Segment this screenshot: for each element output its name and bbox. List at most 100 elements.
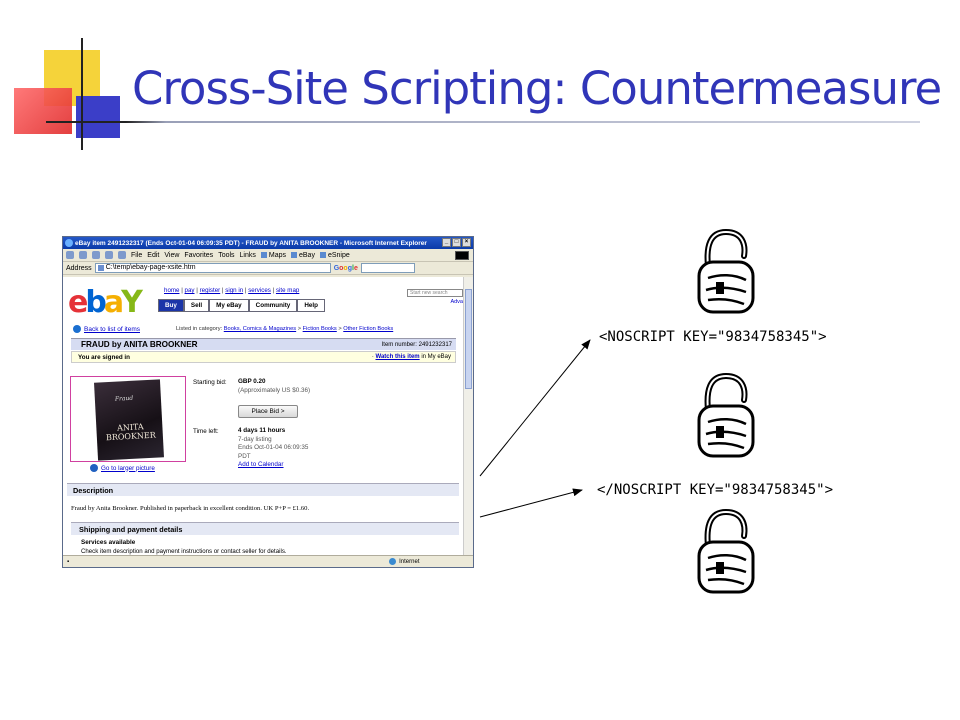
arrow-to-open-tag [479,339,591,477]
menu-edit[interactable]: Edit [147,251,160,259]
decor-red-square [14,88,72,134]
padlock-icon [697,508,755,594]
google-toolbar-logo[interactable]: Google [333,264,358,272]
item-number: Item number: 2491232317 [381,341,452,348]
browser-window: eBay item 2491232317 (Ends Oct-01-04 06:… [62,236,474,568]
window-title: eBay item 2491232317 (Ends Oct-01-04 06:… [75,239,427,247]
time-left-value: 4 days 11 hours [238,427,286,434]
ie-icon [65,239,73,247]
signed-in-text: You are signed in [78,353,131,361]
address-row: Address C:\temp\ebay-page-xsite.htm Goog… [63,262,473,275]
tab-buy[interactable]: Buy [158,299,184,312]
close-icon[interactable]: × [462,238,471,247]
description-heading: Description [67,483,459,496]
link-esnipe[interactable]: eSnipe [319,252,350,259]
back-to-list-link[interactable]: Back to list of items [84,325,140,333]
top-link-register[interactable]: register [199,287,221,294]
signed-in-bar: You are signed in · Watch this item in M… [71,351,456,363]
tab-community[interactable]: Community [248,299,298,312]
category-link-2[interactable]: Fiction Books [302,326,337,332]
vertical-scrollbar[interactable] [463,277,473,556]
description-text: Fraud by Anita Brookner. Published in pa… [71,505,310,512]
services-text: Check item description and payment instr… [81,548,287,555]
place-bid-button[interactable]: Place Bid > [238,405,298,418]
menu-tools[interactable]: Tools [218,251,235,259]
link-icon [260,252,267,258]
back-icon[interactable] [66,251,74,259]
toolbar-row: File Edit View Favorites Tools Links Map… [63,249,473,262]
listing-type: 7-day listing [238,435,272,443]
padlock-icon [697,228,755,314]
larger-picture-link[interactable]: Go to larger picture [101,464,155,472]
starting-bid-block: GBP 0.20 (Approximately US $0.36) [238,378,310,395]
window-title-bar: eBay item 2491232317 (Ends Oct-01-04 06:… [63,237,473,249]
end-time: Ends Oct-01-04 06:09:35 [238,444,309,452]
tab-help[interactable]: Help [297,299,325,312]
window-controls: _ □ × [442,238,471,247]
shipping-heading: Shipping and payment details [71,522,459,535]
time-left-block: 4 days 11 hours 7-day listing Ends Oct-0… [238,427,308,470]
top-link-home[interactable]: home [164,287,180,294]
page-icon: ▪ [67,558,70,565]
refresh-icon[interactable] [105,251,113,259]
padlock-icon [697,372,755,458]
category-breadcrumb: Listed in category: Books, Comics & Maga… [176,326,394,332]
slide-title: Cross-Site Scripting: Countermeasure [132,62,942,115]
decor-horizontal-rule [46,121,920,123]
watch-item-link[interactable]: Watch this item [375,354,420,360]
starting-bid-value: GBP 0.20 [238,378,266,385]
back-arrow-icon[interactable] [73,325,81,333]
add-to-calendar-link[interactable]: Add to Calendar [238,461,284,469]
address-field[interactable]: C:\temp\ebay-page-xsite.htm [94,263,331,273]
item-title-bar: FRAUD by ANITA BROOKNER Item number: 249… [71,338,456,350]
stop-icon[interactable] [92,251,100,259]
windows-flag-icon [455,250,469,260]
scrollbar-thumb[interactable] [465,289,472,389]
back-row: Back to list of items [73,325,140,333]
top-link-services[interactable]: services [248,287,271,294]
larger-picture-row: Go to larger picture [90,464,155,472]
ebay-logo[interactable]: ebaY [68,285,143,320]
top-links: home | pay | register | sign in | servic… [164,287,300,294]
timezone: PDT [238,452,251,460]
tab-my-ebay[interactable]: My eBay [209,299,249,312]
minimize-icon[interactable]: _ [442,238,451,247]
maximize-icon[interactable]: □ [452,238,461,247]
menu-favorites[interactable]: Favorites [184,251,214,259]
tab-sell[interactable]: Sell [183,299,210,312]
status-bar: ▪ Internet [63,555,473,567]
internet-zone-icon [389,558,397,565]
link-ebay[interactable]: eBay [291,252,315,259]
category-link-1[interactable]: Books, Comics & Magazines [223,326,297,332]
noscript-close-tag: </NOSCRIPT KEY="9834758345"> [597,482,834,498]
item-title: FRAUD by ANITA BROOKNER [81,340,198,349]
services-heading: Services available [81,539,136,546]
top-link-site-map[interactable]: site map [275,287,300,294]
ebay-search-input[interactable]: Start new search [407,289,463,297]
category-label: Listed in category: [176,326,223,332]
top-link-sign-in[interactable]: sign in [225,287,244,294]
ebay-page: ebaY home | pay | register | sign in | s… [63,277,465,556]
download-arrow-icon[interactable] [90,464,98,472]
ebay-tabs: Buy Sell My eBay Community Help [158,299,325,312]
home-icon[interactable] [118,251,126,259]
decor-vertical-line [81,38,83,150]
approx-value: (Approximately US $0.36) [238,386,311,394]
watch-row: · Watch this item in My eBay [371,354,451,360]
link-maps[interactable]: Maps [260,252,286,259]
status-zone: Internet [399,558,420,565]
item-photo[interactable]: Fraud ANITA BROOKNER [70,376,186,462]
menu-view[interactable]: View [164,251,180,259]
address-label: Address [66,264,92,272]
top-link-pay[interactable]: pay [184,287,195,294]
links-label: Links [239,251,256,259]
menu-file[interactable]: File [131,251,143,259]
google-search-input[interactable] [360,263,415,273]
arrow-to-close-tag [479,488,583,518]
link-icon [319,252,326,258]
category-link-3[interactable]: Other Fiction Books [343,326,394,332]
forward-icon[interactable] [79,251,87,259]
advanced-search-link[interactable]: Adva [450,299,463,305]
time-left-label: Time left: [193,428,219,435]
